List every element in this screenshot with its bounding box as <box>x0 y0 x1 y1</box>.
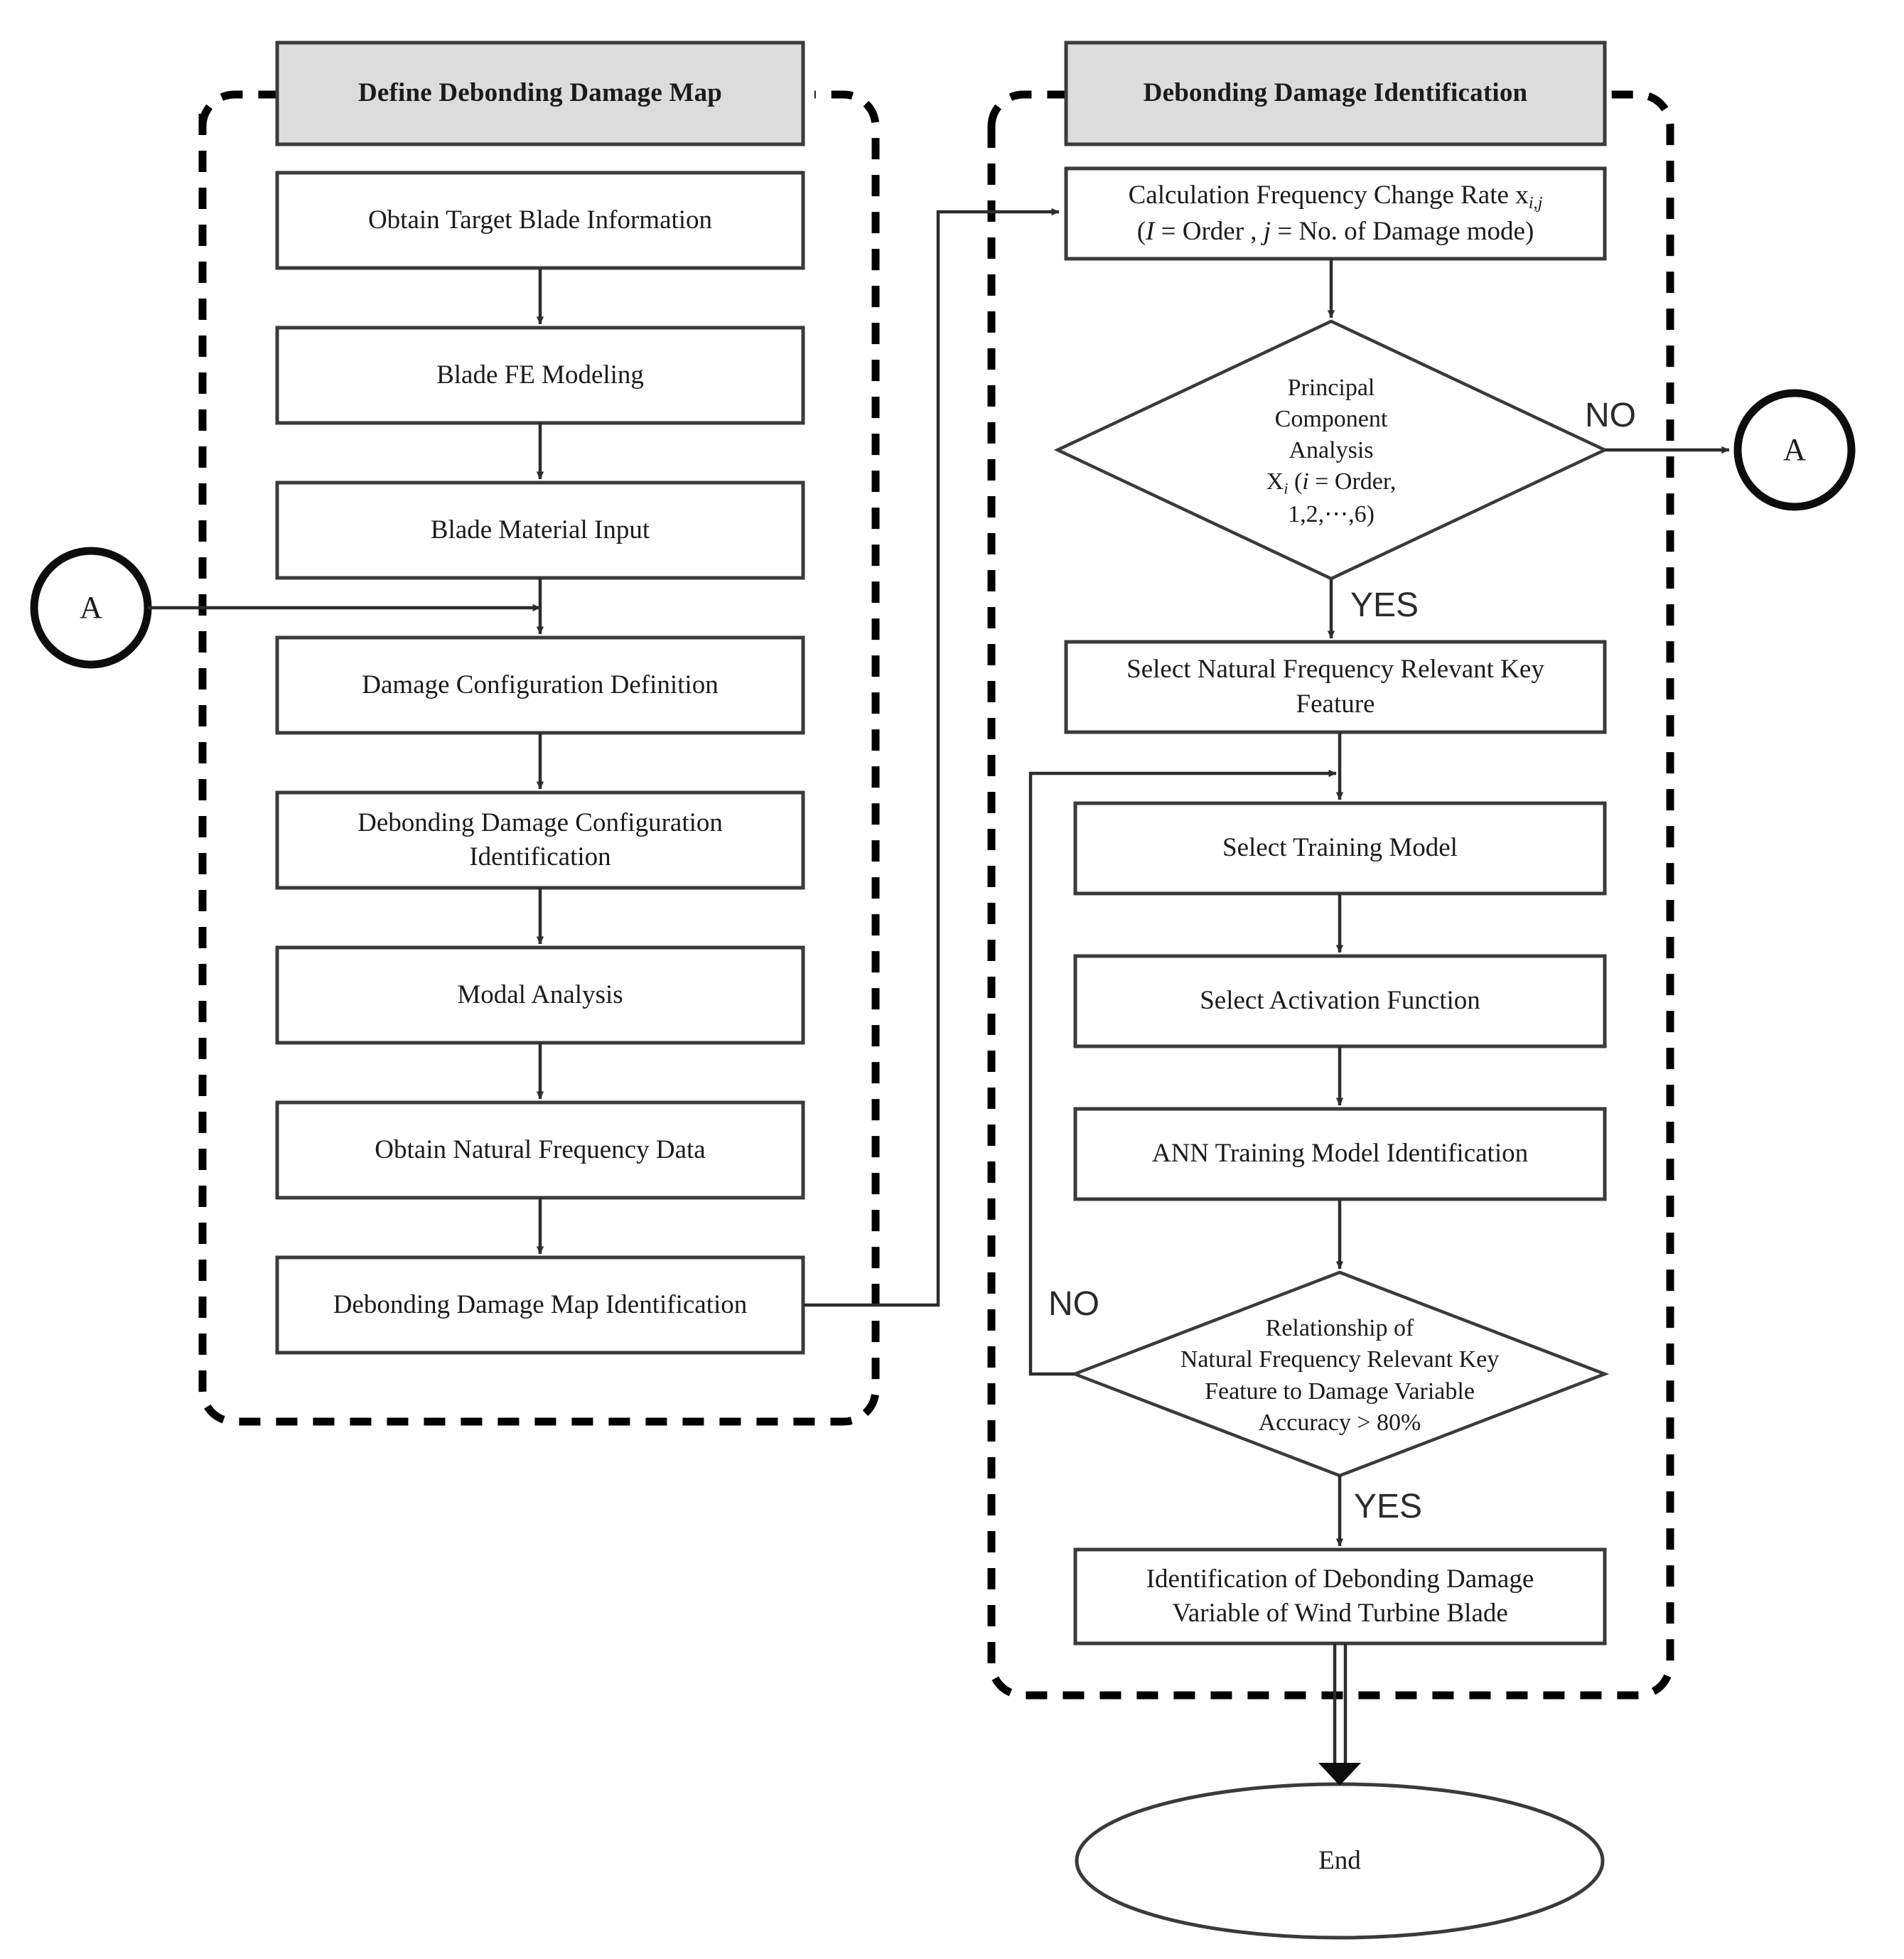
left-panel-border <box>198 90 880 1426</box>
final-block-arrow <box>1318 1643 1361 1786</box>
right-panel-border <box>987 90 1674 1700</box>
box-damage-configuration-definition[interactable] <box>275 635 805 735</box>
offpage-connector-a-right[interactable] <box>1733 389 1856 511</box>
right-flow-arrows <box>1327 259 1344 1547</box>
box-select-training-model[interactable] <box>1073 801 1607 896</box>
box-select-natural-frequency-relevant-key-feature[interactable] <box>1064 640 1607 734</box>
box-obtain-natural-frequency-data[interactable] <box>275 1100 805 1200</box>
left-panel-header-box <box>275 41 805 146</box>
box-modal-analysis[interactable] <box>275 945 805 1045</box>
box-select-activation-function[interactable] <box>1073 954 1607 1048</box>
box-debonding-damage-map-identification[interactable] <box>275 1255 805 1355</box>
box-blade-material-input[interactable] <box>275 481 805 580</box>
box-identification-of-debonding-damage-variable[interactable] <box>1073 1547 1607 1646</box>
diamond-principal-component-analysis[interactable] <box>1053 319 1609 581</box>
offpage-connector-a-left[interactable] <box>30 547 152 669</box>
box-debonding-damage-configuration-identification[interactable] <box>275 790 805 890</box>
box-blade-fe-modeling[interactable] <box>275 326 805 425</box>
diamond-accuracy-check[interactable] <box>1070 1270 1610 1478</box>
end-terminator[interactable] <box>1075 1782 1605 1940</box>
box-calculation-frequency-change-rate[interactable] <box>1064 166 1607 261</box>
link-damage-map-to-frequency-change <box>803 208 1060 1307</box>
box-ann-training-model-identification[interactable] <box>1073 1107 1607 1201</box>
right-panel-header-box <box>1064 41 1607 146</box>
box-obtain-target-blade-information[interactable] <box>275 171 805 270</box>
branch-accuracy-no-feedback <box>1028 769 1337 1376</box>
